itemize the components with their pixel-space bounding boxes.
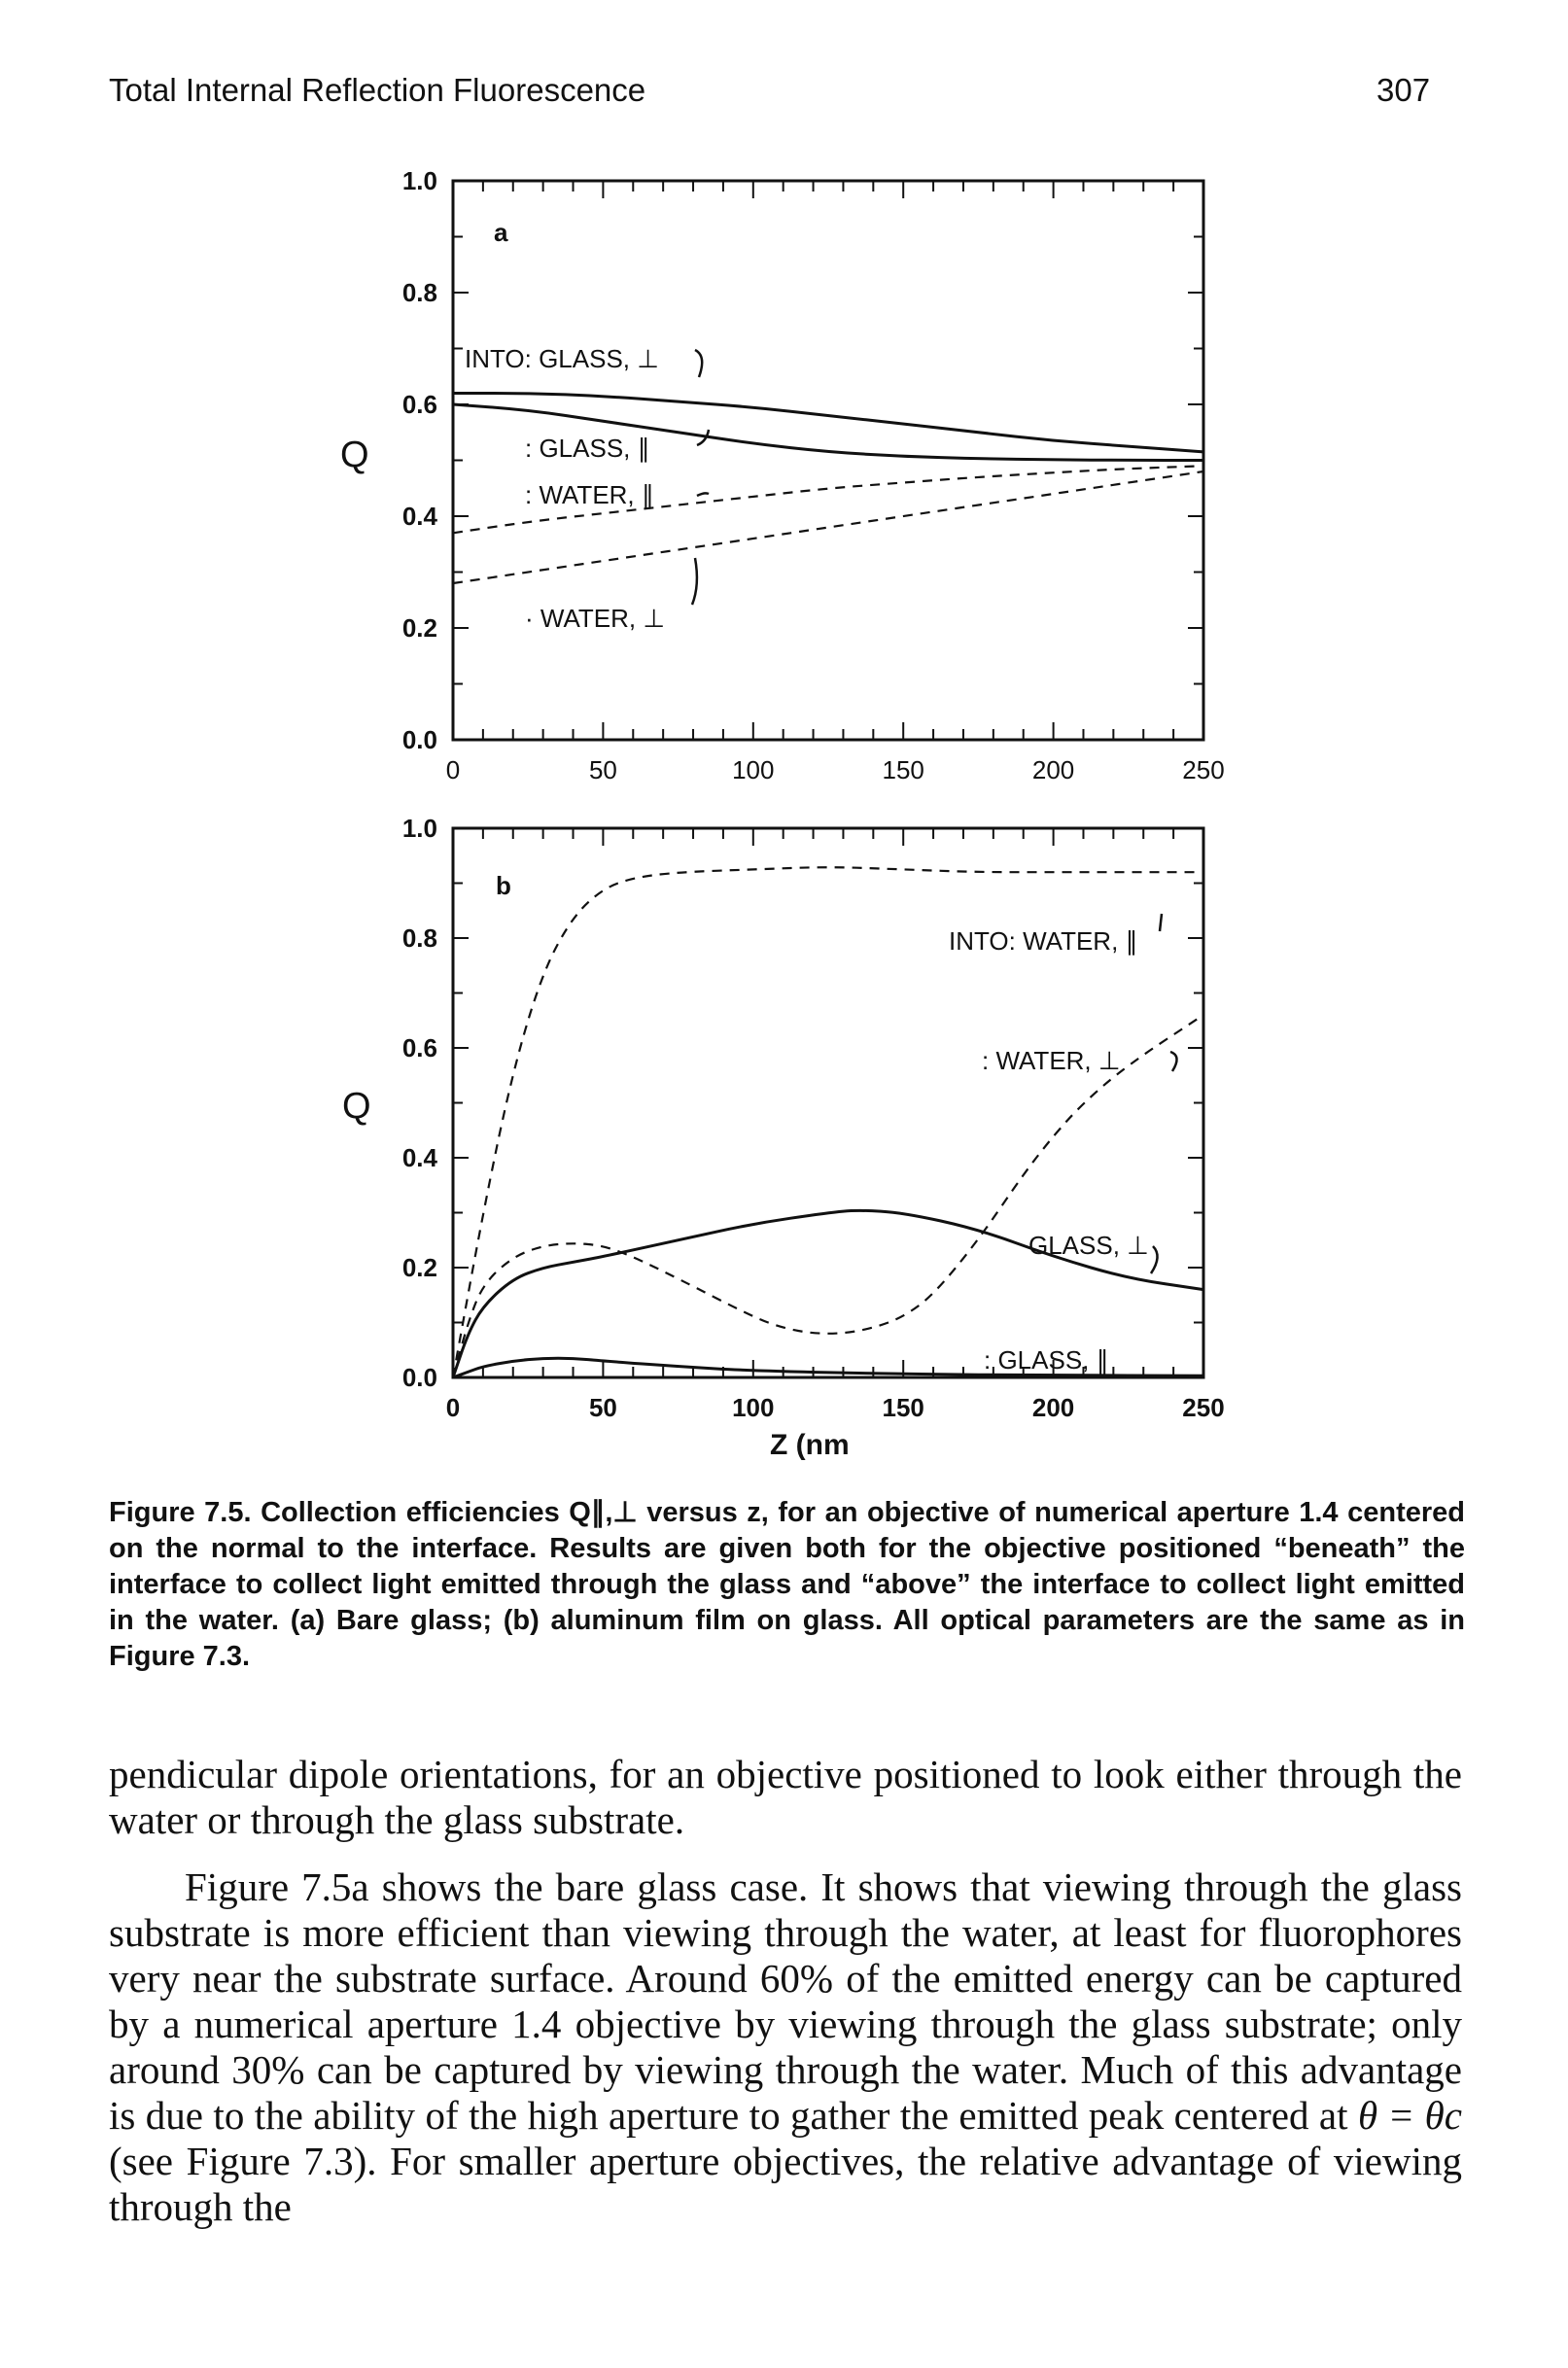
series-line-b-2 xyxy=(451,1208,1204,1378)
pointer-glass-par xyxy=(696,429,711,447)
pointer-into-glass-perp xyxy=(694,348,704,378)
panel-a-ticks: 0 50 100 150 200 250 0.0 0.2 0.4 0.6 0.8 1.0 xyxy=(402,166,1225,784)
y-tick-label: 0.2 xyxy=(402,1253,437,1282)
y-tick-label: 0.6 xyxy=(402,390,437,419)
series-line-a-1 xyxy=(452,402,1203,462)
y-tick-label: 0.6 xyxy=(402,1033,437,1062)
x-tick-label: 0 xyxy=(446,1393,460,1422)
theta-equation: θ = θc xyxy=(1357,2093,1462,2138)
y-tick-label: 0.2 xyxy=(402,613,437,643)
panel-a-label: a xyxy=(494,218,508,247)
pointer-water-perp xyxy=(690,557,699,606)
series-line-a-0 xyxy=(453,392,1204,454)
paragraph-2-part-b: (see Figure 7.3). For smaller aperture o… xyxy=(109,2139,1462,2229)
y-tick-label: 1.0 xyxy=(402,166,437,195)
x-tick-label: 0 xyxy=(446,755,460,784)
panel-b-ylabel: Q xyxy=(342,1086,371,1127)
label-water-perp-b: : WATER, ⊥ xyxy=(982,1046,1121,1075)
paragraph-2-part-a: Figure 7.5a shows the bare glass case. I… xyxy=(109,1864,1462,2138)
caption-text: Collection efficiencies Q∥,⊥ versus z, f… xyxy=(109,1497,1465,1672)
x-tick-label: 150 xyxy=(883,755,924,784)
y-tick-label: 0.8 xyxy=(402,278,437,307)
paragraph-1: pendicular dipole orientations, for an o… xyxy=(109,1752,1462,1842)
pointer-into-water-par xyxy=(1158,913,1164,932)
figure-7-5: 0 50 100 150 200 250 0.0 0.2 0.4 0.6 0.8 1.0 a Q IN… xyxy=(340,166,1225,1461)
panel-b-ticks: 0 50 100 150 200 250 0.0 0.2 0.4 0.6 0.8 1.0 xyxy=(402,814,1225,1422)
body-text: pendicular dipole orientations, for an o… xyxy=(109,1752,1462,2230)
panel-a-ylabel: Q xyxy=(340,435,369,475)
y-tick-label: 1.0 xyxy=(402,814,437,843)
label-glass-perp-b: GLASS, ⊥ xyxy=(1028,1231,1149,1260)
x-tick-label: 250 xyxy=(1182,755,1224,784)
x-tick-label: 200 xyxy=(1032,1393,1074,1422)
label-into-water-par: INTO: WATER, ∥ xyxy=(949,926,1138,956)
x-tick-label: 200 xyxy=(1032,755,1074,784)
label-into-glass-perp: INTO: GLASS, ⊥ xyxy=(465,344,659,373)
caption-label: Figure 7.5. xyxy=(109,1497,252,1528)
y-tick-label: 0.0 xyxy=(402,725,437,754)
pointer-water-par xyxy=(696,492,710,498)
figure-caption: Figure 7.5. Collection efficiencies Q∥,⊥… xyxy=(109,1495,1465,1675)
x-tick-label: 150 xyxy=(883,1393,924,1422)
pointer-water-perp-b xyxy=(1169,1050,1178,1072)
panel-b: 0 50 100 150 200 250 0.0 0.2 0.4 0.6 0.8 1.0 b Q Z … xyxy=(342,814,1225,1461)
label-water-perp: · WATER, ⊥ xyxy=(525,604,665,633)
panel-b-frame xyxy=(451,826,1205,1379)
panel-a-series xyxy=(452,392,1204,585)
y-tick-label: 0.0 xyxy=(402,1363,437,1392)
y-tick-label: 0.4 xyxy=(402,502,438,531)
label-glass-par: : GLASS, ∥ xyxy=(525,434,650,463)
running-header-title: Total Internal Reflection Fluorescence xyxy=(109,72,646,108)
series-line-b-0 xyxy=(451,866,1203,1378)
x-tick-label: 100 xyxy=(732,755,774,784)
x-tick-label: 100 xyxy=(732,1393,774,1422)
series-line-b-1 xyxy=(451,1014,1204,1378)
pointer-glass-perp-b xyxy=(1149,1245,1159,1274)
x-tick-label: 50 xyxy=(589,1393,617,1422)
panel-a: 0 50 100 150 200 250 0.0 0.2 0.4 0.6 0.8 1.0 a Q IN… xyxy=(340,166,1225,784)
page-number: 307 xyxy=(1376,72,1431,108)
panel-b-xlabel: Z (nm xyxy=(770,1429,850,1461)
panel-b-label: b xyxy=(496,871,511,900)
label-glass-par-b: : GLASS, ∥ xyxy=(984,1345,1109,1375)
y-tick-label: 0.4 xyxy=(402,1143,438,1172)
paragraph-2: Figure 7.5a shows the bare glass case. I… xyxy=(109,1864,1462,2230)
x-tick-label: 250 xyxy=(1182,1393,1224,1422)
label-water-par: : WATER, ∥ xyxy=(525,480,654,509)
x-tick-label: 50 xyxy=(589,755,617,784)
y-tick-label: 0.8 xyxy=(402,923,437,953)
panel-b-series xyxy=(451,866,1204,1379)
series-line-a-3 xyxy=(452,470,1204,585)
series-line-a-2 xyxy=(452,465,1204,535)
series-line-b-3 xyxy=(452,1356,1204,1379)
